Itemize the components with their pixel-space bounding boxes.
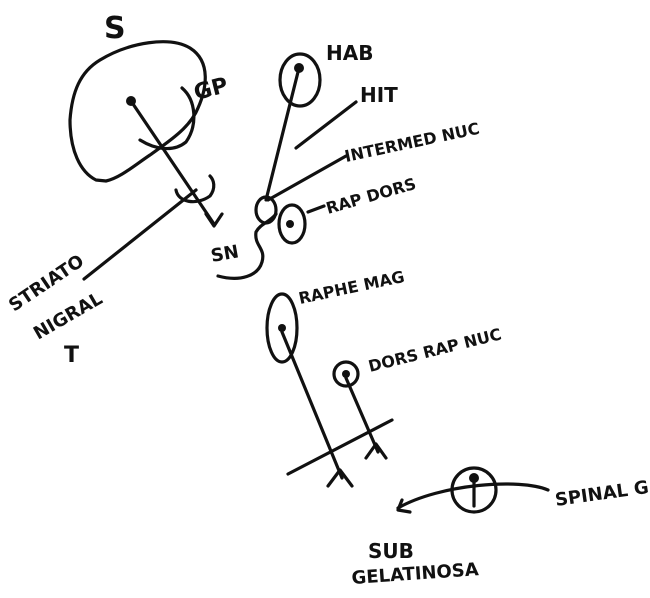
interpeduncular-nucleus-outline [254,195,278,225]
dorsal-raphe-terminal [364,442,388,460]
spinal-ganglion-outline [450,466,498,514]
label-striatonigral-3: T [64,343,79,368]
raphe-magnus-cell-dot [278,324,286,332]
subgelatinosa-arrowhead [396,498,412,514]
raphe-magnus-terminal [326,468,354,488]
striatum-outline [68,40,207,183]
raphe-dorsalis-cell-dot [286,220,294,228]
label-subgelatinosa-1: SUB [368,539,414,563]
dorsal-raphe-axon [344,376,380,454]
label-subgelatinosa-2: GELATINOSA [351,559,480,589]
dorsal-raphe-nucleus-cell-dot [342,370,350,378]
striatonigral-arrowhead [204,212,224,228]
raphe-magnus-outline [265,292,299,364]
raphe-magnus-axon [280,330,344,480]
label-habenula: HAB [326,41,373,65]
habenula-axon [264,66,301,202]
raphe-dorsalis-leader-line [306,204,326,214]
intermed-nuc-leader-line [266,154,348,202]
synaptic-cross-bar [286,418,394,476]
habenula-outline [278,52,322,108]
striatonigral-axon [129,99,216,226]
raphe-dorsalis-outline [277,203,307,245]
label-raphe-magnus: RAPHE MAG [297,267,406,308]
spinal-cord-arc [396,482,550,510]
dorsal-raphe-nucleus-outline [332,360,360,388]
label-striatum: S [104,11,126,46]
striatonigral-leader-line [82,188,198,281]
label-substantia-nigra: SN [209,241,240,267]
label-raphe-dorsalis: RAP DORS [324,174,418,218]
striatonigral-tract-arc [174,174,216,204]
label-globus-pallidus: GP [191,73,230,106]
label-dorsal-raphe-nucleus: DORS RAP NUC [366,324,503,375]
label-spinal-ganglion: SPINAL G [554,477,650,511]
hit-leader-line [294,100,358,150]
label-intermed-nuc: INTERMED NUC [343,119,481,166]
globus-pallidus-outline [138,86,196,151]
label-hit: HIT [360,83,398,107]
